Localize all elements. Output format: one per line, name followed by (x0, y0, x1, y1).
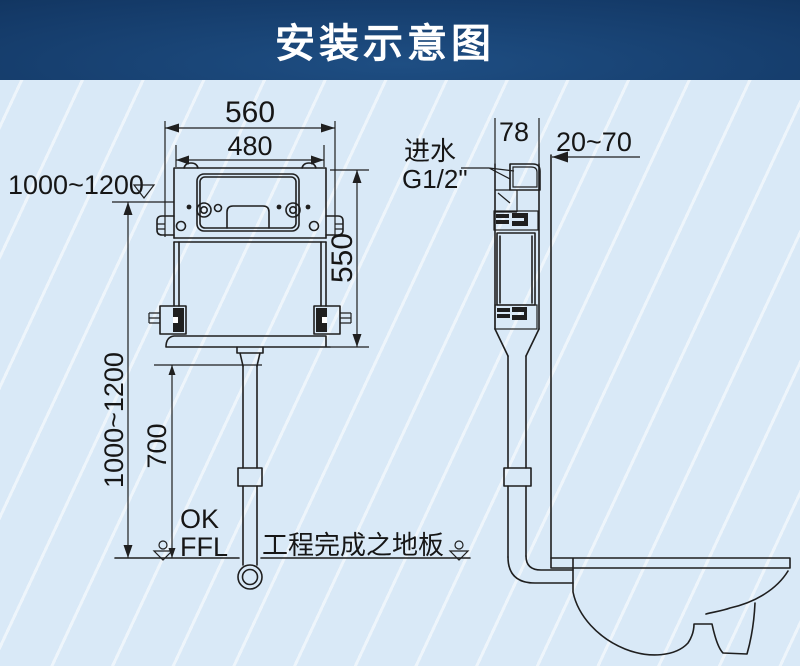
cistern-tank-side (493, 163, 541, 357)
flush-pipe-side (503, 355, 574, 584)
flush-pipe-front (236, 346, 264, 590)
side-tab-right (308, 215, 344, 236)
dimension-install-height: 1000~1200 (99, 202, 133, 558)
dim-install-height-label: 1000~1200 (99, 352, 129, 488)
pipe-coupling-side (503, 467, 532, 487)
dim-560-label: 560 (225, 96, 275, 129)
dim-700-label: 700 (142, 423, 172, 468)
frame-legs (173, 241, 327, 307)
access-panel (196, 173, 300, 232)
inlet-fitting (495, 163, 541, 213)
cistern-tank-front (156, 162, 344, 307)
inlet-callout: 进水 G1/2" (402, 136, 515, 194)
drain-outlet (237, 564, 263, 590)
side-tab-left (156, 215, 187, 236)
floor-marker-ffl: FFL (180, 532, 228, 562)
dimension-78: 78 (494, 117, 540, 164)
dimension-550: 550 (326, 169, 369, 348)
finished-floor-label: 工程完成之地板 (262, 530, 444, 560)
dimension-700: 700 (142, 364, 262, 558)
front-view: 560 480 550 1000~1200 (8, 96, 471, 590)
floor-bracket-left (148, 305, 187, 335)
mounting-rail-bottom (494, 304, 538, 330)
bowl-mounting-shelf (550, 557, 791, 569)
dimension-wall-offset: 20~70 (552, 127, 640, 163)
install-height-callout: 1000~1200 (8, 170, 174, 203)
pipe-elbow (507, 555, 574, 584)
bowl-outline (572, 567, 756, 656)
side-view: 78 20~70 进水 G1/2" (402, 117, 791, 656)
base-plate (165, 335, 331, 348)
leader-line (461, 167, 515, 180)
pipe-coupling-front (237, 467, 263, 487)
inlet-thread-label: G1/2" (402, 164, 468, 194)
dim-480-label: 480 (227, 131, 272, 161)
dimension-560: 560 (164, 96, 336, 237)
dim-550-label: 550 (326, 233, 359, 283)
floor-bracket-right (313, 305, 352, 335)
inlet-label: 进水 (404, 136, 456, 166)
level-triangle-icon (132, 184, 156, 199)
finished-floor-line: OK FFL 工程完成之地板 (114, 504, 471, 562)
floor-marker-ok: OK (180, 504, 219, 534)
mounting-holes (186, 202, 311, 218)
level-symbol-right (448, 540, 470, 561)
mounting-rail-top (493, 210, 539, 231)
install-height-label: 1000~1200 (8, 170, 144, 200)
toilet-bowl (550, 557, 791, 656)
header-banner: 安装示意图 (0, 0, 800, 80)
page-title: 安装示意图 (275, 22, 495, 66)
dimension-480: 480 (175, 131, 325, 167)
dim-78-label: 78 (499, 117, 529, 147)
bowl-contour-line (705, 570, 789, 615)
level-symbol-left (152, 540, 174, 561)
dim-wall-offset-label: 20~70 (556, 127, 632, 157)
